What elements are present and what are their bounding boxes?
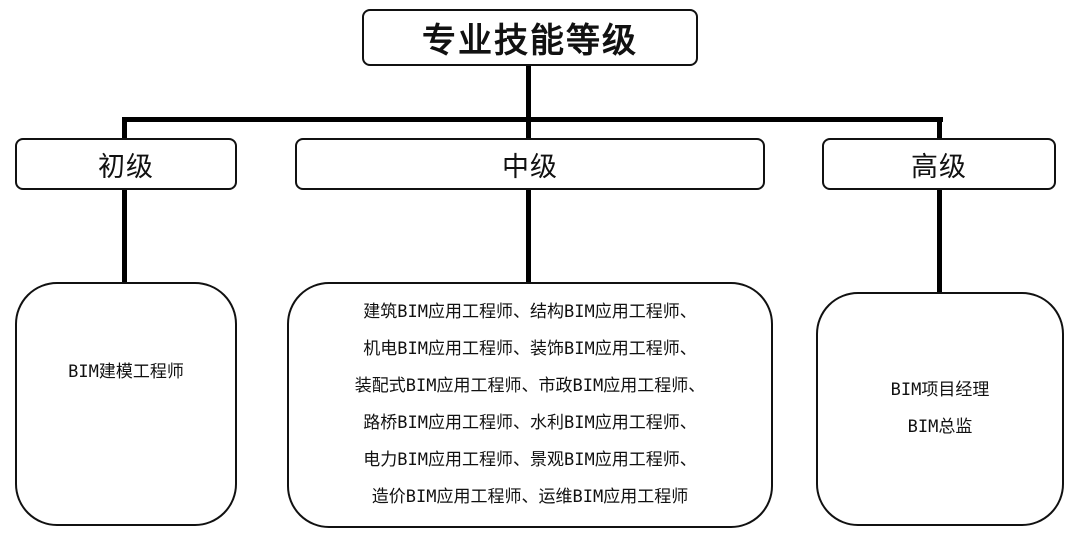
detail-text: 机电BIM应用工程师、装饰BIM应用工程师、 [363, 339, 697, 359]
detail-text: 电力BIM应用工程师、景观BIM应用工程师、 [363, 450, 697, 470]
connector-root-down [526, 66, 531, 120]
detail-text: BIM总监 [907, 417, 973, 437]
detail-text: 建筑BIM应用工程师、结构BIM应用工程师、 [363, 302, 697, 322]
connector-to-level-3 [937, 117, 942, 139]
connector-level-1-detail [122, 190, 127, 283]
connector-to-level-1 [122, 117, 127, 139]
level-node-beginner: 初级 [15, 138, 237, 190]
level-label: 初级 [98, 151, 154, 183]
connector-level-2-detail [526, 190, 531, 283]
connector-to-level-2 [526, 117, 531, 139]
detail-text: BIM建模工程师 [68, 362, 184, 382]
detail-text: BIM项目经理 [890, 380, 990, 400]
level-node-advanced: 高级 [822, 138, 1056, 190]
level-label: 高级 [911, 151, 967, 183]
root-node: 专业技能等级 [362, 9, 698, 66]
detail-text: 路桥BIM应用工程师、水利BIM应用工程师、 [363, 413, 697, 433]
detail-text: 装配式BIM应用工程师、市政BIM应用工程师、 [354, 376, 706, 396]
detail-box-intermediate: 建筑BIM应用工程师、结构BIM应用工程师、 机电BIM应用工程师、装饰BIM应… [287, 282, 773, 528]
detail-box-advanced: BIM项目经理 BIM总监 [816, 292, 1064, 526]
detail-text: 造价BIM应用工程师、运维BIM应用工程师 [371, 487, 689, 507]
root-label: 专业技能等级 [422, 21, 638, 61]
detail-box-beginner: BIM建模工程师 [15, 282, 237, 526]
level-node-intermediate: 中级 [295, 138, 765, 190]
connector-horizontal [123, 117, 943, 122]
connector-level-3-detail [937, 190, 942, 293]
level-label: 中级 [502, 151, 558, 183]
